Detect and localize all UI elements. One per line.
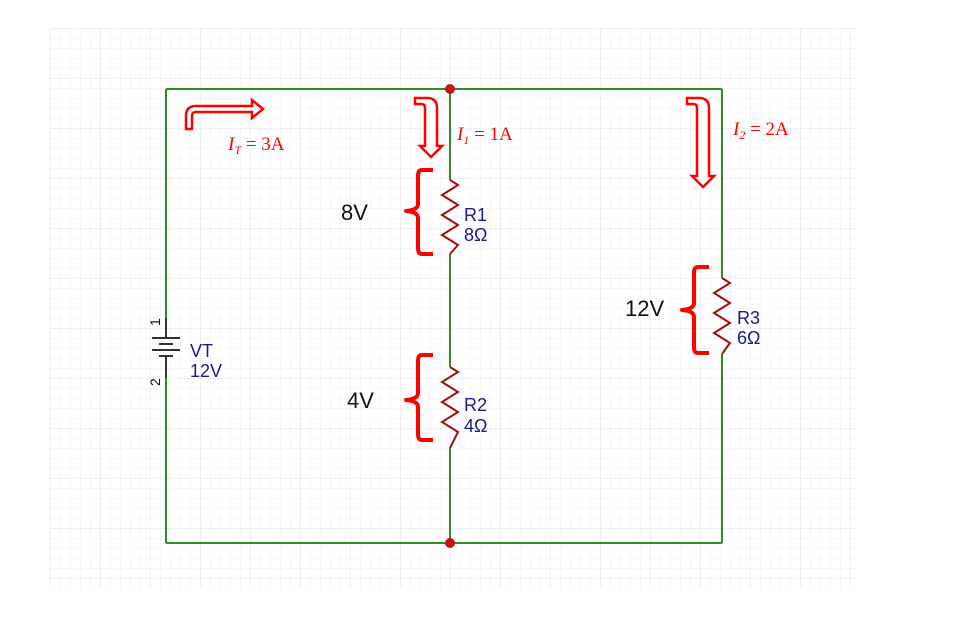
resistor-r2 [440, 366, 460, 449]
current-label-total: IT = 3A [227, 134, 285, 157]
voltage-brace-icon [404, 353, 433, 442]
resistor-r2-value: 4Ω [464, 416, 487, 436]
battery-pin-2: 2 [147, 378, 163, 386]
resistor-r1-name: R1 [464, 205, 487, 225]
junction-node-icon [445, 538, 455, 548]
voltage-label-r2: 4V [347, 388, 374, 413]
junction-node-icon [445, 84, 455, 94]
resistor-r3-value: 6Ω [737, 328, 760, 348]
current-arrow-icon [413, 96, 446, 159]
voltage-brace-icon [680, 265, 709, 355]
resistor-r1-value: 8Ω [464, 225, 487, 245]
resistor-r1 [440, 179, 460, 255]
current-label-branch1: I1 = 1A [456, 124, 513, 147]
resistor-r3-name: R3 [737, 308, 760, 328]
grid-background [50, 28, 855, 588]
battery-vt [152, 318, 180, 378]
wires [165, 88, 723, 544]
current-arrow-icon [184, 97, 265, 131]
resistor-r2-name: R2 [464, 395, 487, 415]
current-arrow-icon [685, 96, 718, 189]
battery-name: VT [190, 341, 213, 361]
voltage-brace-icon [404, 168, 433, 256]
resistor-r3 [712, 277, 732, 355]
voltage-label-r1: 8V [341, 200, 368, 225]
current-label-branch2: I2 = 2A [732, 119, 789, 142]
voltage-label-r3: 12V [625, 296, 664, 321]
battery-pin-1: 1 [147, 318, 163, 326]
battery-value: 12V [190, 361, 222, 381]
